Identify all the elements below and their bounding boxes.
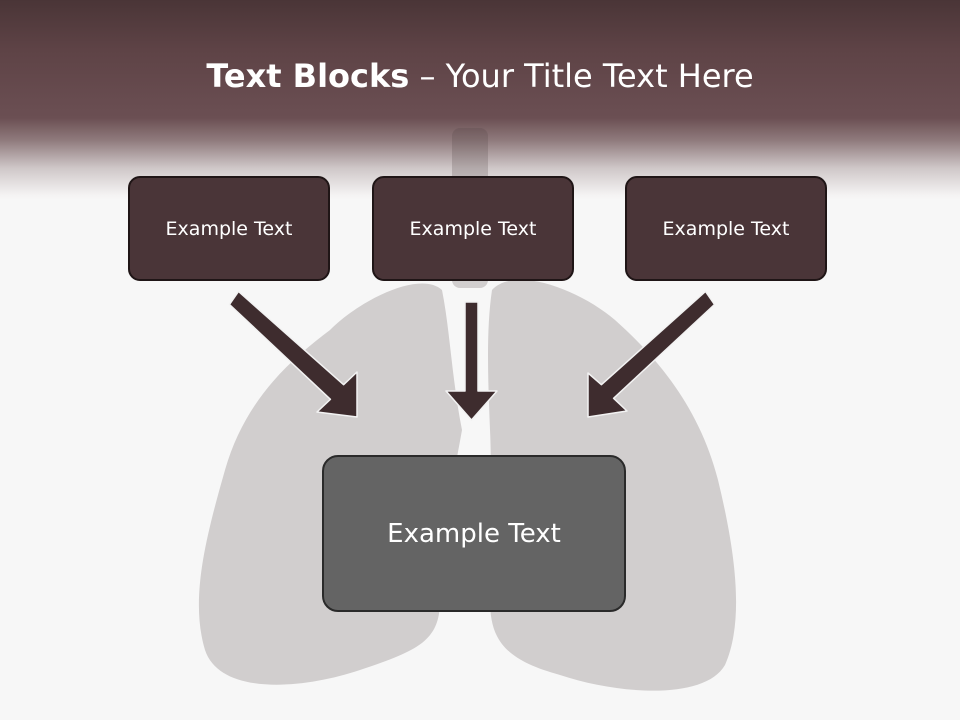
text-block-main-label: Example Text [387, 518, 561, 549]
arrow-left-diagonal [228, 290, 358, 418]
text-block-2-label: Example Text [409, 217, 537, 240]
text-block-1-label: Example Text [165, 217, 293, 240]
slide-title-bold: Text Blocks [206, 57, 410, 95]
header-banner [0, 0, 960, 200]
arrow-right-diagonal [587, 290, 716, 418]
slide-title: Text Blocks – Your Title Text Here [0, 54, 960, 98]
text-block-2[interactable]: Example Text [372, 176, 574, 281]
arrow-center-down [445, 301, 498, 421]
text-block-3-label: Example Text [662, 217, 790, 240]
slide-title-rest: – Your Title Text Here [409, 57, 754, 95]
text-block-main[interactable]: Example Text [322, 455, 626, 612]
text-block-3[interactable]: Example Text [625, 176, 827, 281]
text-block-1[interactable]: Example Text [128, 176, 330, 281]
